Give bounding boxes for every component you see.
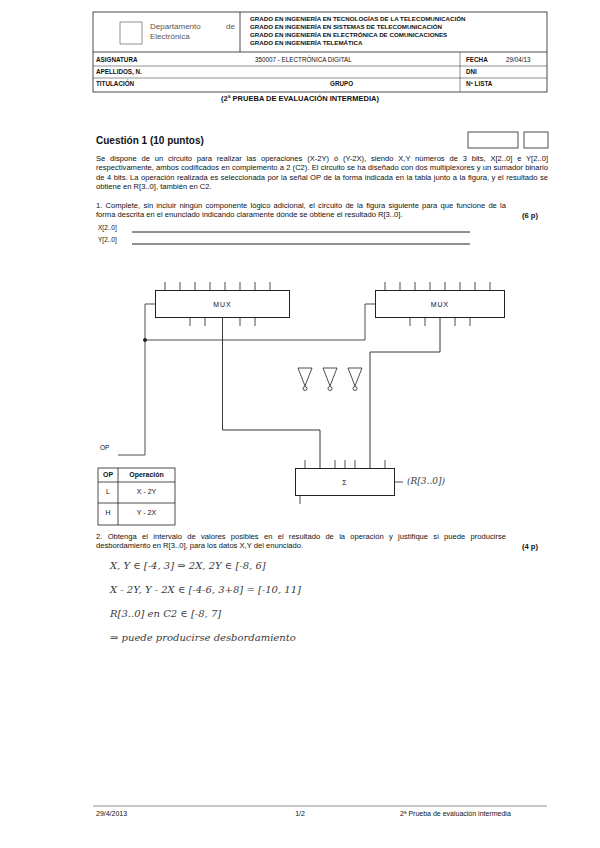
table-cell: OP (98, 471, 118, 480)
footer-date: 29/4/2013 (96, 810, 127, 819)
wire-connector (370, 318, 440, 468)
bus-name: Y[2..0] (98, 236, 117, 244)
table-cell: Operación (118, 471, 175, 480)
table-cell: H (98, 509, 118, 518)
bus-line (132, 232, 470, 233)
field-name: TITULACIÓN (96, 80, 134, 88)
multiplexer-box: MUX (375, 290, 505, 318)
task-text: 2. Obtenga el intervalo de valores posib… (96, 532, 506, 551)
mux-input-pins (385, 282, 490, 290)
footer-title: 2ª Prueba de evaluación intermedia (400, 810, 511, 819)
degree-line: GRADO EN INGENIERÍA TELEMÁTICA (250, 39, 363, 47)
points: (6 p) (522, 211, 538, 220)
signal-name: OP (100, 444, 109, 452)
score-box (524, 132, 548, 148)
multiplexer-box: MUX (155, 290, 290, 318)
op-wire (118, 304, 375, 455)
handwritten-answer: X, Y ∈ [-4, 3] ⇒ 2X, 2Y ∈ [-8, 6] (110, 560, 266, 573)
table-grid (98, 482, 175, 483)
exam-title: (2ª PRUEBA DE EVALUACIÓN INTERMEDIA) (150, 94, 450, 103)
degree-line: GRADO EN INGENIERÍA EN TECNOLOGÍAS DE LA… (250, 15, 465, 23)
task-text: 1. Complete, sin incluir ningún componen… (96, 201, 506, 220)
header-rule (93, 66, 547, 67)
header-rule (93, 78, 547, 79)
field-name: GRUPO (330, 80, 353, 88)
logo-text: Departamento de Electrónica (150, 22, 235, 42)
field-name: FECHA (466, 56, 488, 64)
field-name: Nº LISTA (466, 80, 492, 88)
header-frame (93, 12, 547, 92)
subject-name: 350007 - ELECTRÓNICA DIGITAL (255, 56, 352, 64)
table-frame (98, 468, 175, 525)
table-cell: Y - 2X (118, 509, 175, 518)
box-label: Σ (342, 479, 347, 486)
handwritten-answer: X - 2Y, Y - 2X ∈ [-4-6, 3+8] = [-10, 11] (110, 584, 301, 597)
inverter-bubble (303, 387, 357, 391)
header-divider (460, 52, 461, 92)
table-cell: L (98, 488, 118, 497)
box-label: MUX (213, 301, 232, 308)
handwritten-answer: ⇒ puede producirse desbordamiento (110, 632, 296, 645)
page-number: 1/2 (250, 810, 350, 819)
wire-junction (143, 338, 146, 341)
field-name: ASIGNATURA (96, 56, 138, 64)
degree-line: GRADO EN INGENIERÍA EN SISTEMAS DE TELEC… (250, 23, 442, 31)
mux-input-pins (165, 282, 270, 290)
box-label: MUX (431, 301, 450, 308)
question-statement: Se dispone de un circuito para realizar … (96, 154, 548, 192)
exam-date: 29/04/13 (506, 56, 531, 64)
bus-name: X[2..0] (98, 224, 117, 232)
footer-rule (93, 806, 547, 807)
handwritten-answer: R[3..0] en C2 ∈ [-8, 7] (110, 608, 221, 621)
logo-mark (120, 22, 142, 44)
field-name: DNI (466, 68, 477, 76)
bus-line (132, 244, 470, 245)
score-box (468, 132, 518, 148)
handwritten-note: (R[3..0]) (407, 476, 445, 487)
adder-box: Σ (295, 468, 395, 496)
inverter-symbol (298, 368, 362, 386)
header-divider (240, 12, 241, 52)
table-grid (118, 468, 119, 525)
question-heading: Cuestión 1 (10 puntos) (96, 135, 204, 148)
degree-line: GRADO EN INGENIERÍA EN ELECTRÓNICA DE CO… (250, 31, 447, 39)
wire-connector (223, 318, 321, 468)
field-name: APELLIDOS, N. (96, 68, 142, 76)
table-cell: X - 2Y (118, 488, 175, 497)
table-grid (98, 503, 175, 504)
points: (4 p) (522, 542, 538, 551)
header-rule (93, 52, 547, 53)
